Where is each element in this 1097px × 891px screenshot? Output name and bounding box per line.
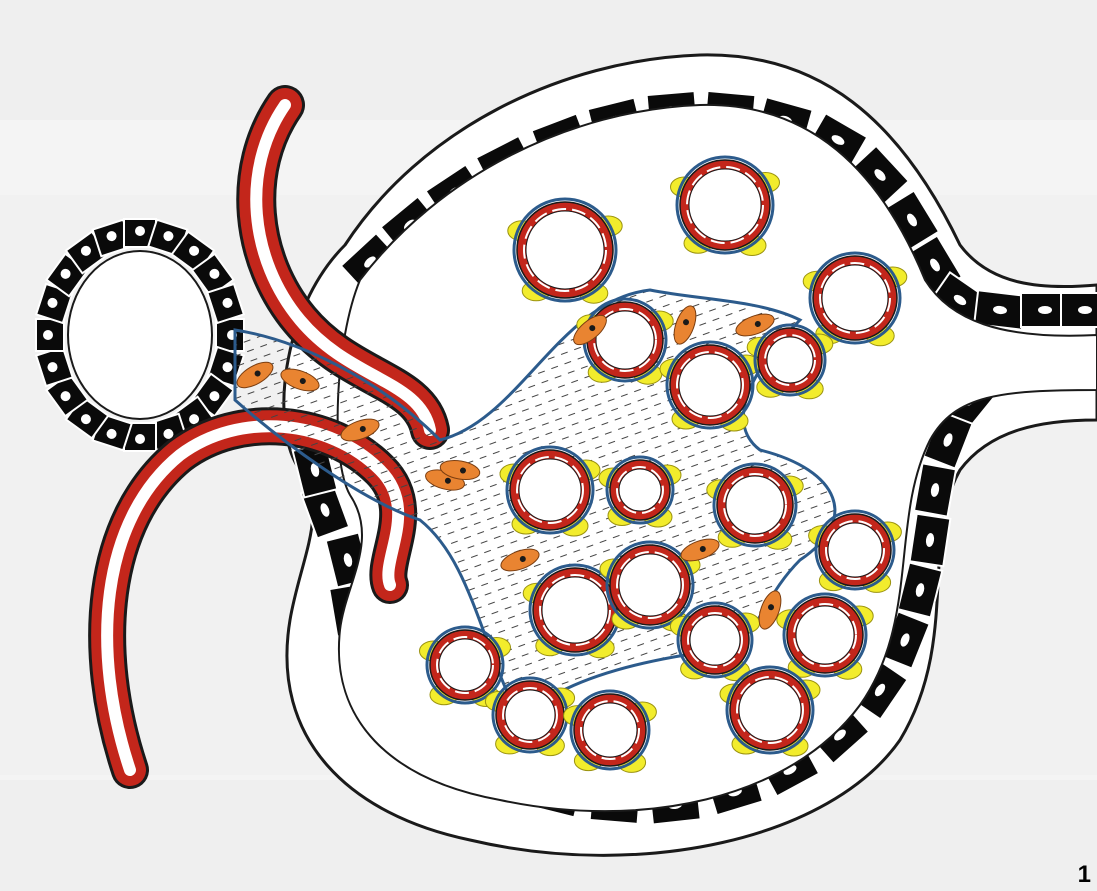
capillary-lumen	[542, 577, 608, 643]
page-number: 1	[1078, 861, 1091, 889]
capillary-lumen	[828, 523, 882, 577]
epithelial-cell	[910, 514, 951, 567]
capillary-lumen	[619, 469, 661, 511]
distal-tubule-cell	[36, 319, 64, 351]
epithelial-cell	[1061, 293, 1097, 327]
capillary-lumen	[796, 606, 854, 664]
epithelial-cell	[914, 463, 956, 516]
distal-tubule-cross-section	[36, 219, 244, 451]
capillary-lumen	[583, 703, 637, 757]
distal-nucleus-icon	[43, 330, 53, 340]
distal-tubule-lumen	[68, 251, 212, 419]
capillary-lumen	[822, 265, 888, 331]
capillary-lumen	[739, 679, 801, 741]
capillary-lumen	[679, 354, 741, 416]
capillary-lumen	[767, 337, 813, 383]
distal-nucleus-icon	[135, 226, 145, 236]
capillary-lumen	[619, 554, 681, 616]
epithelial-nucleus-icon	[1038, 306, 1052, 314]
capillary-lumen	[689, 169, 761, 241]
epithelial-nucleus-icon	[1078, 306, 1092, 314]
capillary-lumen	[505, 690, 555, 740]
capillary-lumen	[439, 639, 491, 691]
capillary-lumen	[690, 615, 740, 665]
distal-nucleus-icon	[135, 434, 145, 444]
capillary-lumen	[726, 476, 784, 534]
capillary-lumen	[519, 459, 581, 521]
capillary-lumen	[526, 211, 604, 289]
